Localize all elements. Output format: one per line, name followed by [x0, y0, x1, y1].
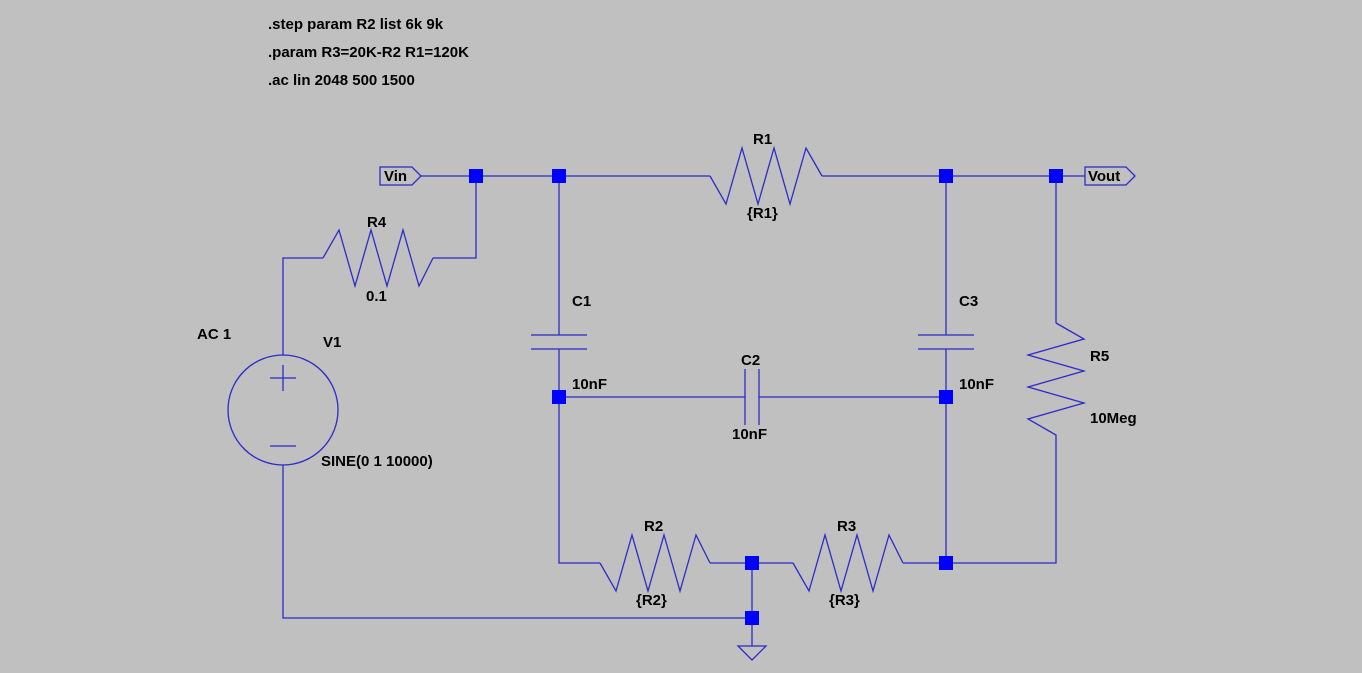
resistor-r3[interactable]	[792, 532, 904, 594]
c3-name: C3	[959, 293, 978, 310]
c2-name: C2	[741, 352, 760, 369]
junction-dot	[1049, 169, 1063, 183]
r2-name: R2	[644, 518, 663, 535]
wire-source-bottom	[282, 465, 752, 619]
wire-c1-bottom	[558, 349, 600, 564]
v1-value: SINE(0 1 10000)	[321, 453, 433, 470]
svg-text:Vin: Vin	[384, 168, 407, 185]
ac-directive[interactable]: .ac lin 2048 500 1500	[268, 72, 415, 89]
resistor-r1[interactable]	[709, 145, 823, 207]
junction-dot	[939, 556, 953, 570]
port-vout[interactable]: Vout	[1084, 166, 1136, 186]
v1-ac-label: AC 1	[197, 326, 231, 343]
capacitor-c1[interactable]	[531, 334, 587, 350]
r1-name: R1	[753, 131, 772, 148]
wire-r3-r5	[903, 451, 1057, 564]
junctions	[469, 169, 1063, 625]
r2-value: {R2}	[636, 592, 667, 609]
r3-name: R3	[837, 518, 856, 535]
junction-dot	[745, 611, 759, 625]
port-vin[interactable]: Vin	[379, 166, 422, 186]
step-directive[interactable]: .step param R2 list 6k 9k	[268, 16, 444, 33]
r4-value: 0.1	[366, 288, 387, 305]
capacitor-c3[interactable]	[918, 334, 974, 350]
resistor-r2[interactable]	[599, 532, 711, 594]
svg-text:Vout: Vout	[1088, 168, 1120, 185]
r1-value: {R1}	[747, 205, 778, 222]
junction-dot	[552, 390, 566, 404]
junction-dot	[939, 390, 953, 404]
v1-name: V1	[323, 334, 341, 351]
r3-value: {R3}	[829, 592, 860, 609]
c1-value: 10nF	[572, 376, 607, 393]
ground-icon[interactable]	[736, 645, 768, 661]
c3-value: 10nF	[959, 376, 994, 393]
junction-dot	[939, 169, 953, 183]
wires	[282, 175, 1085, 646]
c2-value: 10nF	[732, 426, 767, 443]
r5-name: R5	[1090, 348, 1109, 365]
junction-dot	[745, 556, 759, 570]
r5-value: 10Meg	[1090, 410, 1137, 427]
junction-dot	[552, 169, 566, 183]
r4-name: R4	[367, 214, 387, 231]
wire-r4-right	[433, 176, 477, 259]
resistor-r5[interactable]	[1025, 322, 1087, 451]
voltage-source-v1[interactable]	[227, 354, 339, 466]
wire-r4-left	[282, 257, 323, 355]
capacitor-c2[interactable]	[744, 369, 760, 425]
resistor-r4[interactable]	[322, 227, 434, 289]
c1-name: C1	[572, 293, 591, 310]
param-directive[interactable]: .param R3=20K-R2 R1=120K	[268, 44, 469, 61]
junction-dot	[469, 169, 483, 183]
